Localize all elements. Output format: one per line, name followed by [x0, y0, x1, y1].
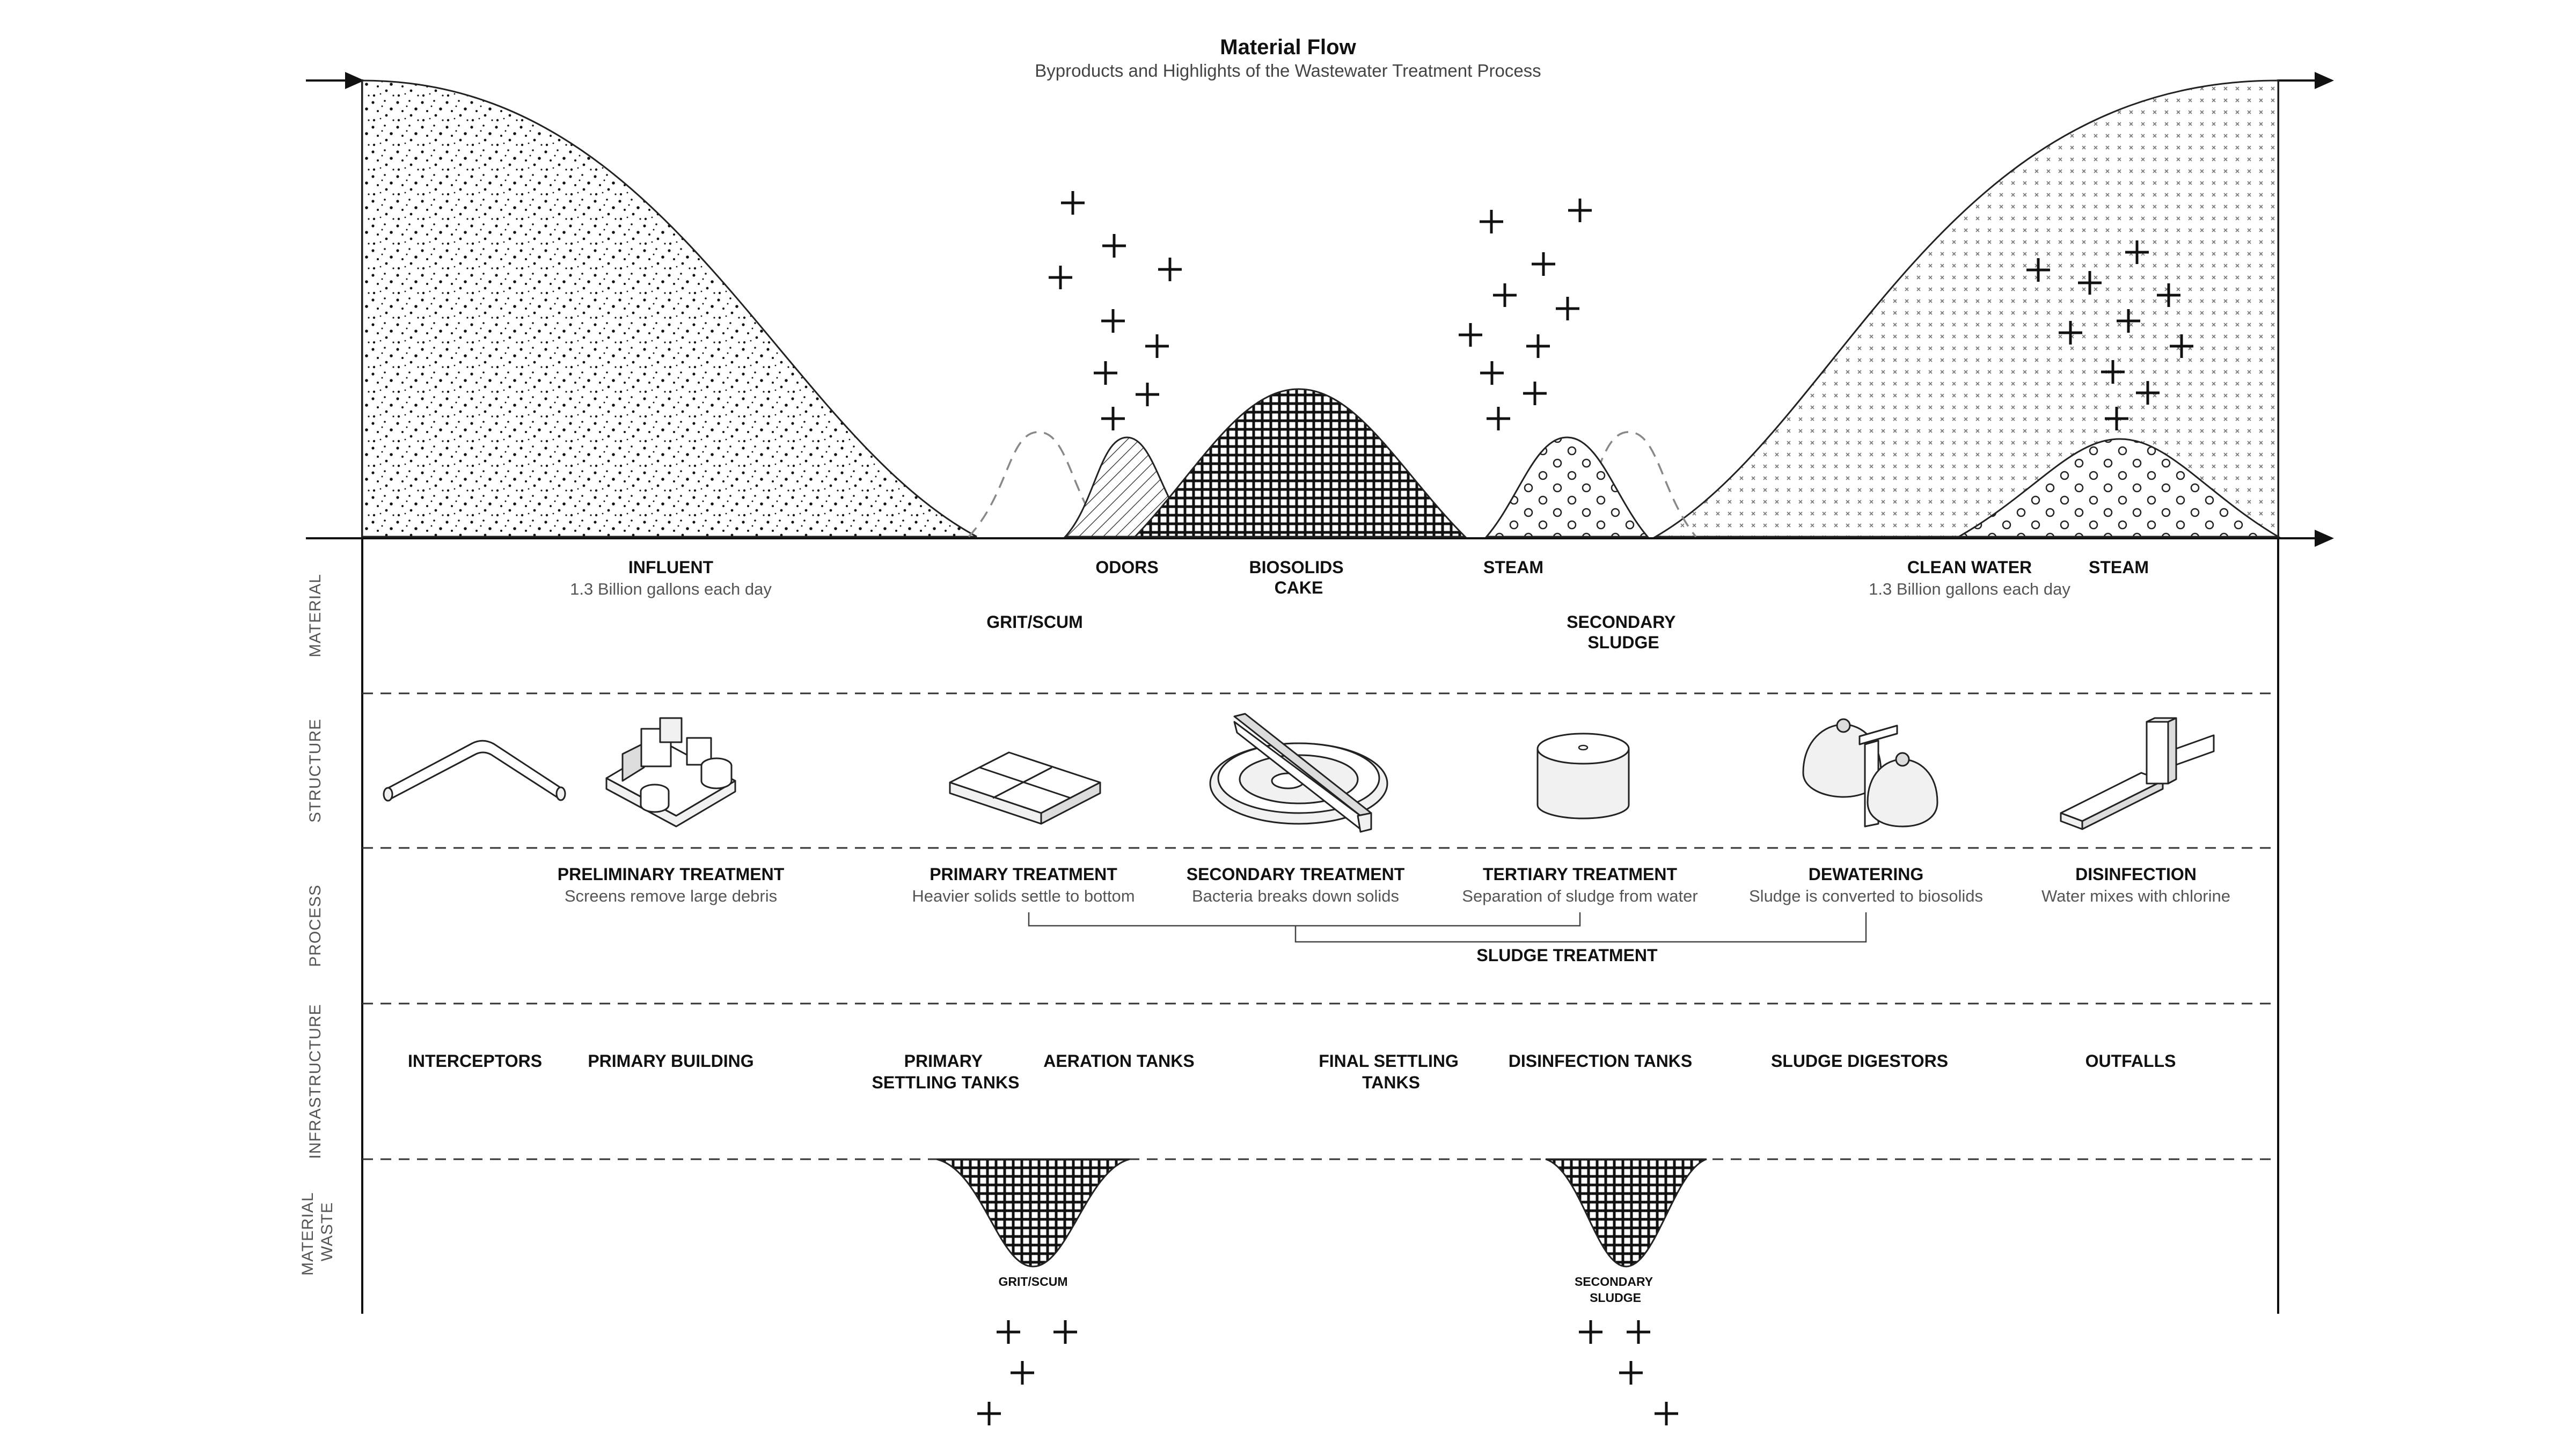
grit-scum-label: GRIT/SCUM [986, 612, 1083, 632]
odors-label: ODORS [1095, 558, 1158, 577]
diagram-title: Material Flow [1220, 35, 1356, 59]
infra-outfalls: OUTFALLS [2085, 1051, 2176, 1071]
infra-final-settling: FINAL SETTLING TANKS [1319, 1051, 1463, 1092]
infra-sludge-digestors: SLUDGE DIGESTORS [1771, 1051, 1948, 1071]
secondary-sludge-crosses [1579, 1320, 1678, 1425]
digestor-eggs-icon [1802, 718, 1938, 828]
clarifier-icon [1209, 713, 1388, 833]
process-preliminary-name: PRELIMINARY TREATMENT [558, 865, 785, 884]
primary-building-icon [605, 717, 736, 828]
interceptor-pipe-icon [383, 740, 566, 802]
sludge-treatment-connector [1028, 912, 1867, 943]
influent-note: 1.3 Billion gallons each day [570, 580, 772, 598]
row-label-material: MATERIAL [306, 574, 324, 657]
row-label-infrastructure: INFRASTRUCTURE [306, 1004, 324, 1159]
influent-curve [361, 79, 977, 538]
process-secondary-desc: Bacteria breaks down solids [1192, 887, 1399, 905]
infrastructure-row: INTERCEPTORS PRIMARY BUILDING PRIMARY SE… [408, 1051, 2176, 1092]
infra-disinfection-tanks: DISINFECTION TANKS [1509, 1051, 1693, 1071]
infra-primary-building: PRIMARY BUILDING [588, 1051, 753, 1071]
row-dividers [362, 692, 2278, 1160]
sludge-treatment-label: SLUDGE TREATMENT [1476, 946, 1658, 965]
secondary-sludge-label: SECONDARY SLUDGE [1567, 612, 1680, 652]
process-secondary-name: SECONDARY TREATMENT [1187, 865, 1405, 884]
grit-scum-waste-curve [936, 1158, 1130, 1268]
steam-mid-curve [1484, 436, 1650, 538]
clean-water-label: CLEAN WATER [1907, 558, 2032, 577]
process-dewatering-name: DEWATERING [1809, 865, 1924, 884]
process-disinfection-name: DISINFECTION [2075, 865, 2197, 884]
process-primary-desc: Heavier solids settle to bottom [912, 887, 1135, 905]
outfall-pipe-icon [2060, 717, 2215, 830]
waste-secondary-sludge-label: SECONDARY SLUDGE [1575, 1275, 1656, 1305]
odor-crosses [1049, 191, 1182, 430]
steam-mid-label: STEAM [1483, 558, 1543, 577]
process-dewatering-desc: Sludge is converted to biosolids [1749, 887, 1983, 905]
settling-tank-icon [949, 751, 1101, 825]
steam-right-crosses [2026, 240, 2193, 430]
process-preliminary-desc: Screens remove large debris [565, 887, 777, 905]
secondary-sludge-waste-curve [1545, 1158, 1707, 1268]
material-curves [361, 79, 2281, 1268]
infra-interceptors: INTERCEPTORS [408, 1051, 542, 1071]
steam-right-label: STEAM [2089, 558, 2149, 577]
row-label-material-waste: MATERIAL WASTE [299, 1188, 336, 1276]
row-label-process: PROCESS [306, 884, 324, 967]
process-disinfection-desc: Water mixes with chlorine [2041, 887, 2230, 905]
tertiary-cylinder-icon [1536, 733, 1630, 819]
clean-water-curve [1652, 79, 2279, 538]
process-row: PRELIMINARY TREATMENT Screens remove lar… [558, 865, 2230, 905]
biosolids-label: BIOSOLIDS CAKE [1249, 558, 1349, 597]
clean-water-note: 1.3 Billion gallons each day [1869, 580, 2070, 598]
biosolids-curve [1133, 388, 1467, 538]
process-tertiary-desc: Separation of sludge from water [1462, 887, 1697, 905]
infra-primary-settling: PRIMARY SETTLING TANKS [872, 1051, 1020, 1092]
infra-aeration: AERATION TANKS [1043, 1051, 1194, 1071]
process-tertiary-name: TERTIARY TREATMENT [1483, 865, 1678, 884]
steam-mid-crosses [1459, 199, 1592, 430]
steam-right-curve [1956, 438, 2281, 538]
waste-grit-scum-label: GRIT/SCUM [998, 1275, 1067, 1289]
influent-label: INFLUENT [628, 558, 714, 577]
diagram-subtitle: Byproducts and Highlights of the Wastewa… [1035, 61, 1541, 80]
grit-scum-crosses [977, 1320, 1077, 1425]
row-label-structure: STRUCTURE [306, 719, 324, 823]
process-primary-name: PRIMARY TREATMENT [930, 865, 1117, 884]
